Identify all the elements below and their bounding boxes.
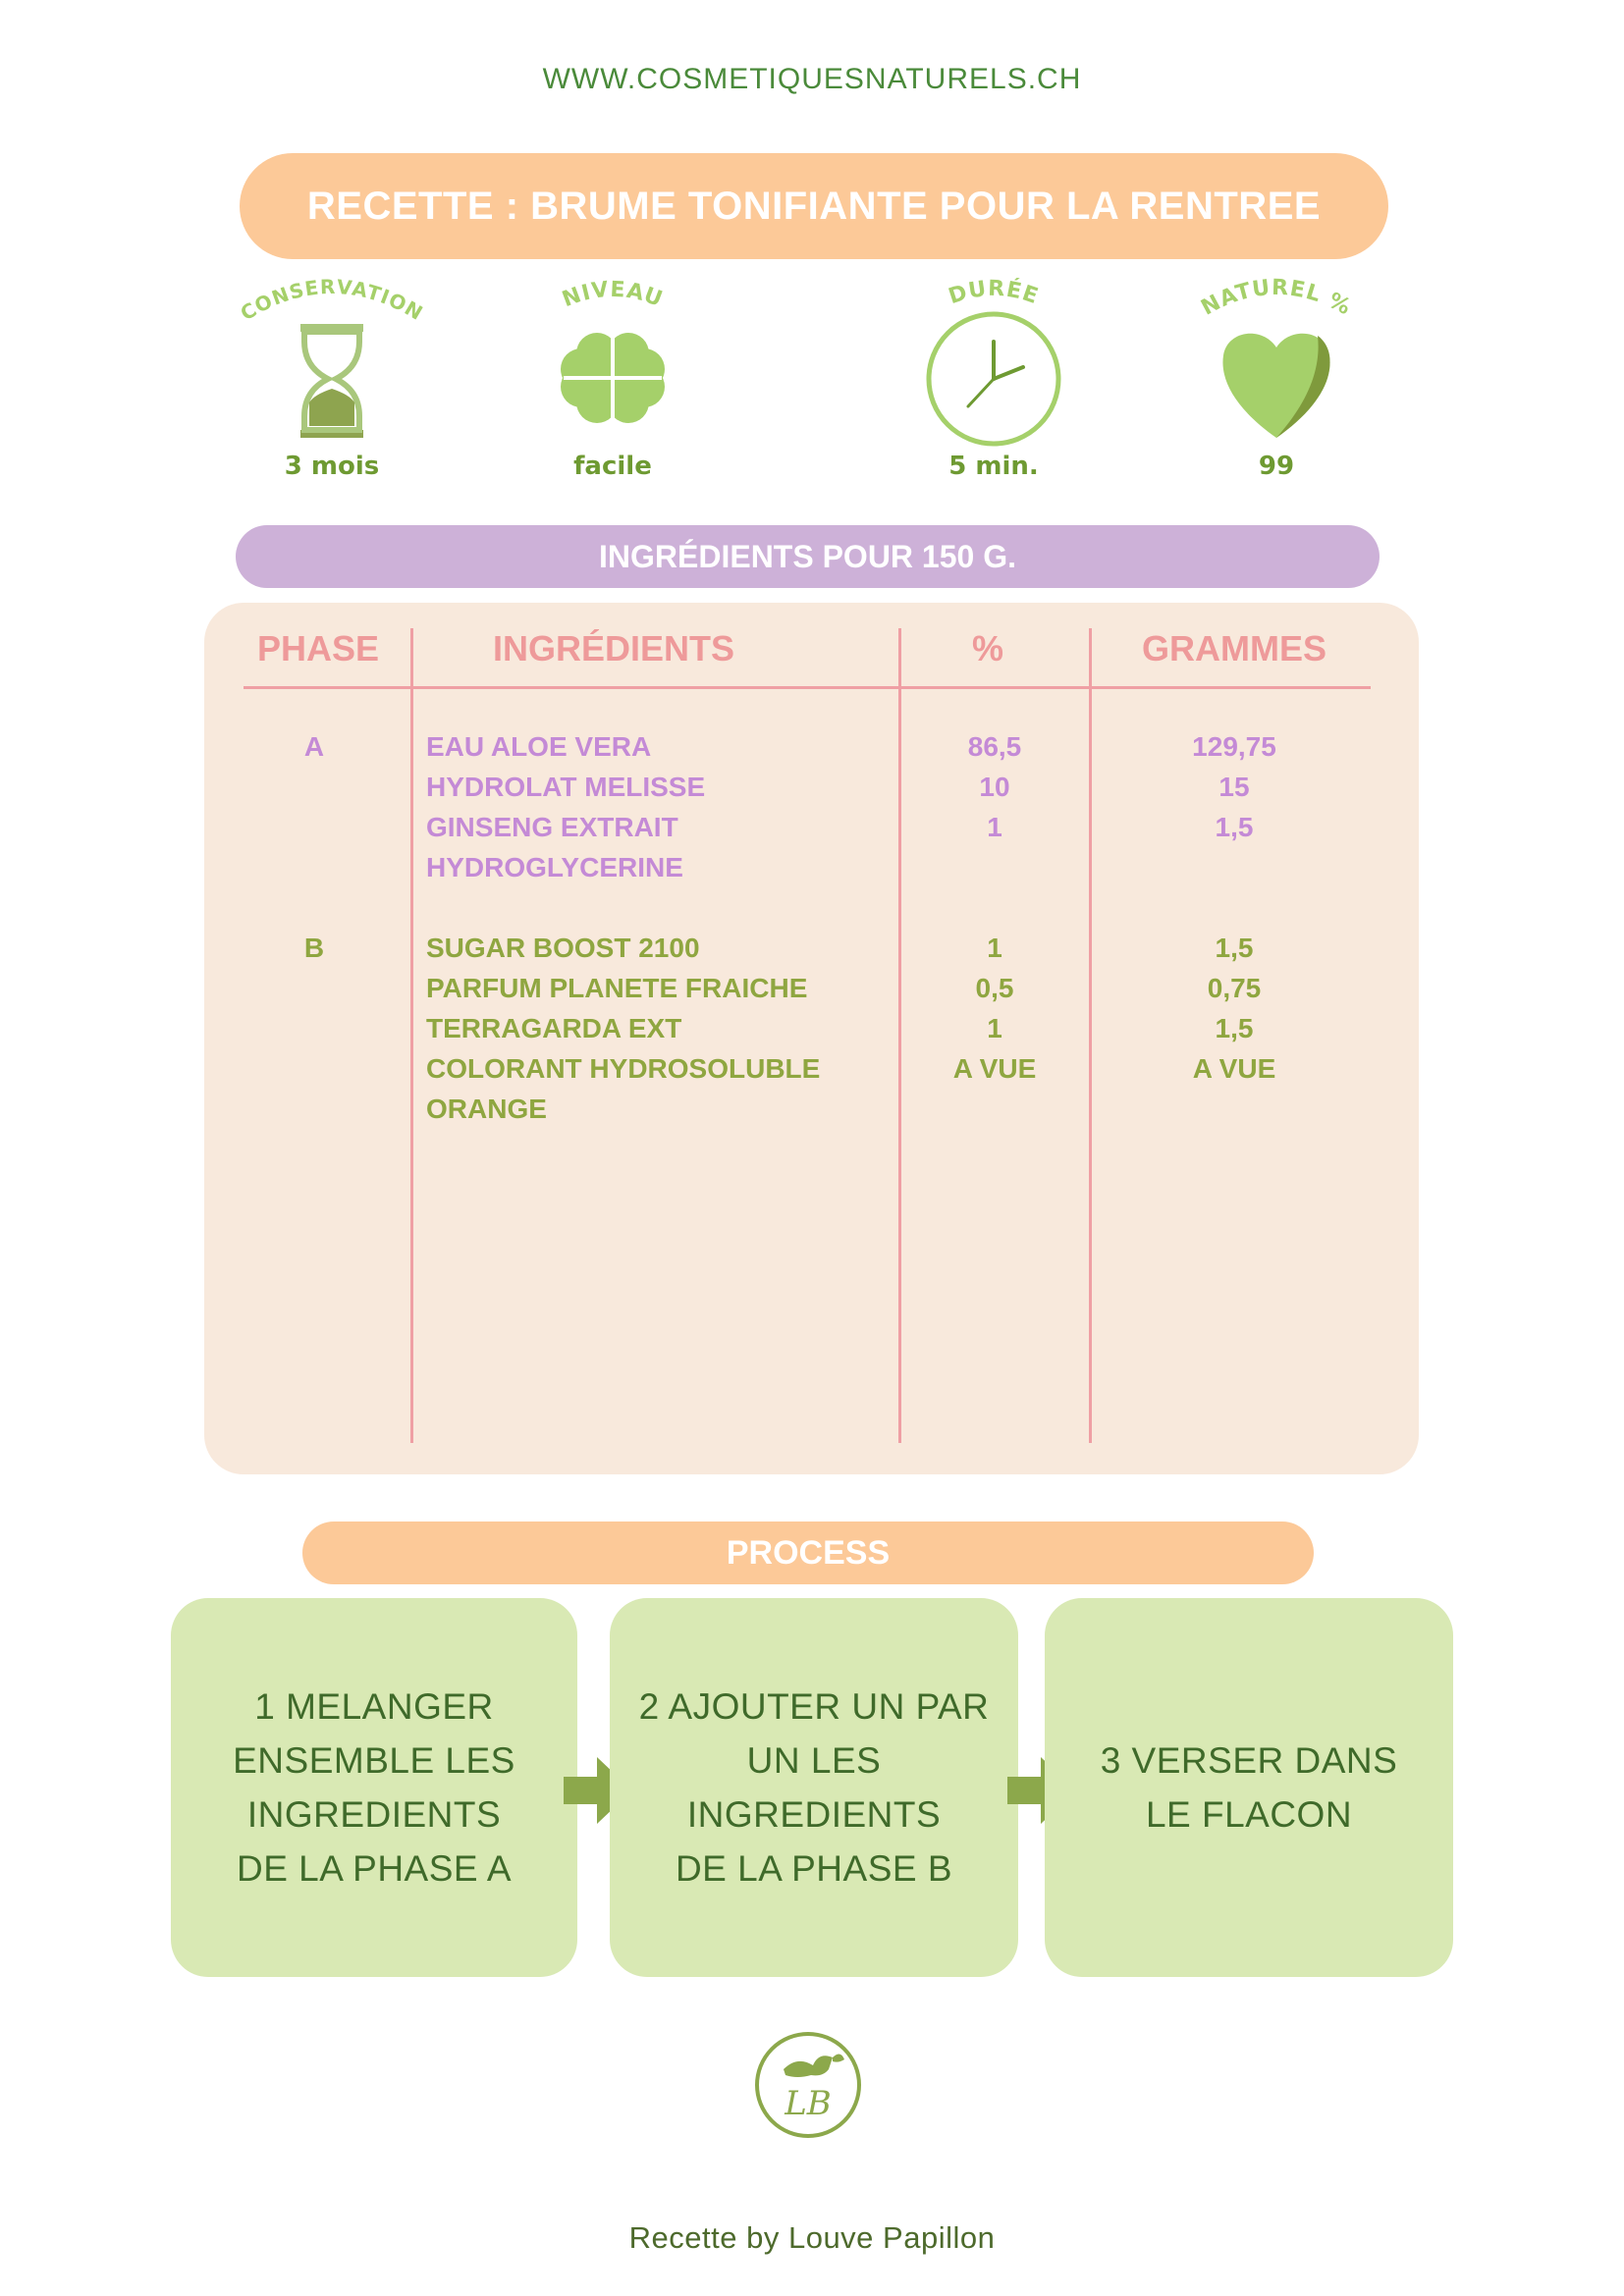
hourglass-icon: CONSERVATION <box>237 275 428 438</box>
col-header-percent: % <box>971 628 1003 668</box>
phase-a-ingredients: EAU ALOE VERA HYDROLAT MELISSE GINSENG E… <box>426 726 705 887</box>
ingredient-percent: 1 <box>987 1013 1002 1043</box>
process-step-text: 3 VERSER DANS LE FLACON <box>1100 1740 1398 1835</box>
ingredient-name: TERRAGARDA EXT <box>426 1013 682 1043</box>
recipe-title-bar: RECETTE : BRUME TONIFIANTE POUR LA RENTR… <box>240 153 1388 259</box>
arrow-right-icon <box>564 1757 632 1824</box>
ingredient-grams: 1,5 <box>1215 933 1254 963</box>
phase-b-label: B <box>303 933 325 963</box>
phase-a-percents: 86,5 10 1 <box>903 726 1086 847</box>
process-step-1: 1 MELANGER ENSEMBLE LES INGREDIENTS DE L… <box>171 1598 577 1977</box>
header-divider <box>244 686 1371 689</box>
col-header-grams: GRAMMES <box>1142 628 1326 668</box>
phase-b-ingredients: SUGAR BOOST 2100 PARFUM PLANETE FRAICHE … <box>426 928 820 1129</box>
ingredients-table <box>204 603 1419 1474</box>
svg-text:CONSERVATION: CONSERVATION <box>237 275 428 325</box>
ingredient-percent: A VUE <box>952 1053 1037 1084</box>
footer-credit: Recette by Louve Papillon <box>628 2220 996 2255</box>
ingredient-grams: A VUE <box>1192 1053 1276 1084</box>
logo-monogram: LB <box>784 2084 832 2123</box>
ingredient-percent: 1 <box>987 812 1002 842</box>
phase-a-label: A <box>303 731 325 762</box>
clover-icon: NIVEAU <box>559 278 666 423</box>
arrow-right-icon <box>1007 1757 1076 1824</box>
col-header-ingredients: INGRÉDIENTS <box>493 628 735 668</box>
phase-b-percents: 1 0,5 1 A VUE <box>903 928 1086 1089</box>
process-step-text: 1 MELANGER ENSEMBLE LES INGREDIENTS DE L… <box>233 1686 515 1889</box>
ingredient-grams: 0,75 <box>1207 973 1262 1003</box>
stat-naturel-label: NATUREL % <box>1197 276 1354 321</box>
stat-naturel: NATUREL % 99 <box>1168 273 1384 489</box>
ingredient-grams: 1,5 <box>1215 1013 1254 1043</box>
ingredient-percent: 1 <box>987 933 1002 963</box>
heart-leaf-icon: NATUREL % <box>1197 276 1355 438</box>
ingredient-grams: 15 <box>1218 772 1250 802</box>
stat-niveau: NIVEAU facile <box>505 273 721 489</box>
ingredient-name: ORANGE <box>426 1094 547 1124</box>
stat-niveau-label: NIVEAU <box>559 278 665 313</box>
ingredient-grams: 1,5 <box>1215 812 1254 842</box>
stat-duree-value: 5 min. <box>948 452 1039 481</box>
stat-conservation: CONSERVATION 3 mois <box>224 273 440 489</box>
ingredients-title: INGRÉDIENTS POUR 150 G. <box>599 538 1016 574</box>
process-title-bar: PROCESS <box>302 1522 1314 1584</box>
stat-duree: DURÉE 5 min. <box>886 273 1102 489</box>
column-divider <box>898 628 901 1443</box>
stat-naturel-value: 99 <box>1258 452 1295 481</box>
phase-b-grams: 1,5 0,75 1,5 A VUE <box>1092 928 1377 1089</box>
process-title: PROCESS <box>726 1533 891 1572</box>
phase-a-grams: 129,75 15 1,5 <box>1092 726 1377 847</box>
louve-papillon-logo: LB <box>755 2032 861 2138</box>
ingredient-name: GINSENG EXTRAIT <box>426 812 678 842</box>
process-step-2: 2 AJOUTER UN PAR UN LES INGREDIENTS DE L… <box>610 1598 1018 1977</box>
column-divider <box>410 628 413 1443</box>
ingredient-name: HYDROGLYCERINE <box>426 852 683 882</box>
svg-text:NATUREL %: NATUREL % <box>1197 276 1355 321</box>
clock-icon: DURÉE <box>926 277 1061 447</box>
ingredients-title-bar: INGRÉDIENTS POUR 150 G. <box>236 525 1380 588</box>
svg-text:NIVEAU: NIVEAU <box>559 278 666 313</box>
ingredient-name: SUGAR BOOST 2100 <box>426 933 700 963</box>
ingredient-grams: 129,75 <box>1192 731 1276 762</box>
recipe-title: RECETTE : BRUME TONIFIANTE POUR LA RENTR… <box>306 184 1322 228</box>
stat-conservation-label: CONSERVATION <box>237 275 427 325</box>
ingredient-name: HYDROLAT MELISSE <box>426 772 706 802</box>
ingredient-percent: 86,5 <box>967 731 1022 762</box>
ingredient-name: COLORANT HYDROSOLUBLE <box>426 1053 821 1084</box>
stat-duree-label: DURÉE <box>946 277 1041 310</box>
ingredient-percent: 10 <box>979 772 1010 802</box>
process-step-3: 3 VERSER DANS LE FLACON <box>1045 1598 1453 1977</box>
col-header-phase: PHASE <box>257 628 380 668</box>
site-url[interactable]: WWW.COSMETIQUESNATURELS.CH <box>542 63 1082 95</box>
stat-conservation-value: 3 mois <box>284 452 380 481</box>
ingredient-name: PARFUM PLANETE FRAICHE <box>426 973 808 1003</box>
svg-text:DURÉE: DURÉE <box>946 277 1042 310</box>
ingredient-name: EAU ALOE VERA <box>426 731 652 762</box>
column-divider <box>1089 628 1092 1443</box>
stat-niveau-value: facile <box>573 452 652 481</box>
process-step-text: 2 AJOUTER UN PAR UN LES INGREDIENTS DE L… <box>638 1686 990 1889</box>
ingredient-percent: 0,5 <box>975 973 1014 1003</box>
